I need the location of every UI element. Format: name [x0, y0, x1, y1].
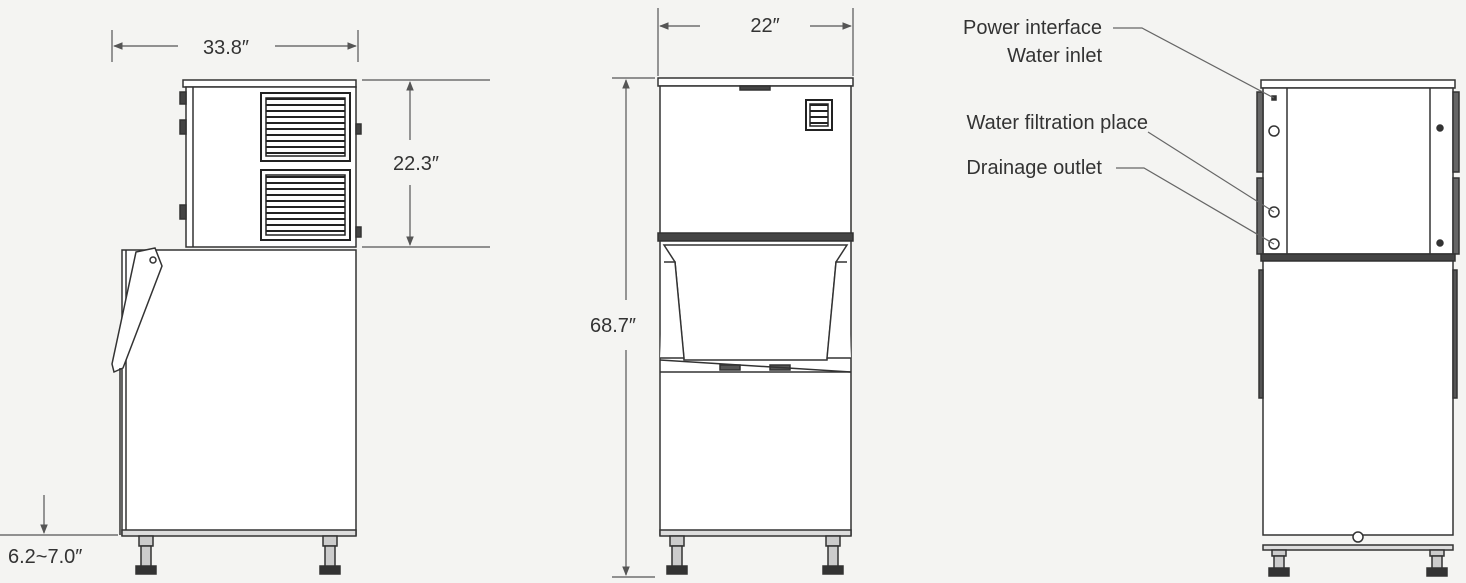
side-head-cap — [182, 79, 357, 88]
back-drain-hole — [1352, 531, 1364, 543]
front-legs — [666, 535, 844, 575]
back-head-cap — [1260, 79, 1456, 89]
callout-leaders — [1113, 27, 1275, 245]
callout-drainage-outlet: Drainage outlet — [966, 157, 1102, 179]
dim-front-width — [657, 8, 854, 76]
back-legs — [1268, 549, 1448, 577]
back-bin — [1262, 260, 1454, 536]
side-upper-grille — [265, 97, 346, 157]
dim-total-height — [612, 77, 655, 578]
leg-height-label: 6.2~7.0″ — [8, 546, 82, 568]
callout-water-inlet: Water inlet — [1007, 45, 1102, 67]
dim-head-height — [362, 79, 490, 248]
side-door-handle — [111, 247, 163, 374]
side-legs — [135, 535, 341, 575]
dim-leg-height — [0, 495, 118, 536]
front-view — [657, 77, 854, 575]
side-bin — [121, 249, 357, 536]
callout-power-interface: Power interface — [963, 17, 1102, 39]
front-vent — [809, 103, 829, 127]
water-inlet-port — [1268, 125, 1280, 137]
back-head — [1262, 87, 1454, 255]
front-bin-door — [662, 244, 849, 361]
front-width-label: 22″ — [750, 15, 779, 37]
side-lower-grille — [265, 174, 346, 236]
head-height-label: 22.3″ — [393, 153, 439, 175]
dim-overall-width — [111, 30, 359, 62]
overall-width-label: 33.8″ — [203, 37, 249, 59]
front-head-cap — [657, 77, 854, 87]
side-view — [111, 79, 362, 575]
callout-water-filtration: Water filtration place — [966, 112, 1148, 134]
back-view — [1256, 79, 1460, 577]
total-height-label: 68.7″ — [590, 315, 636, 337]
